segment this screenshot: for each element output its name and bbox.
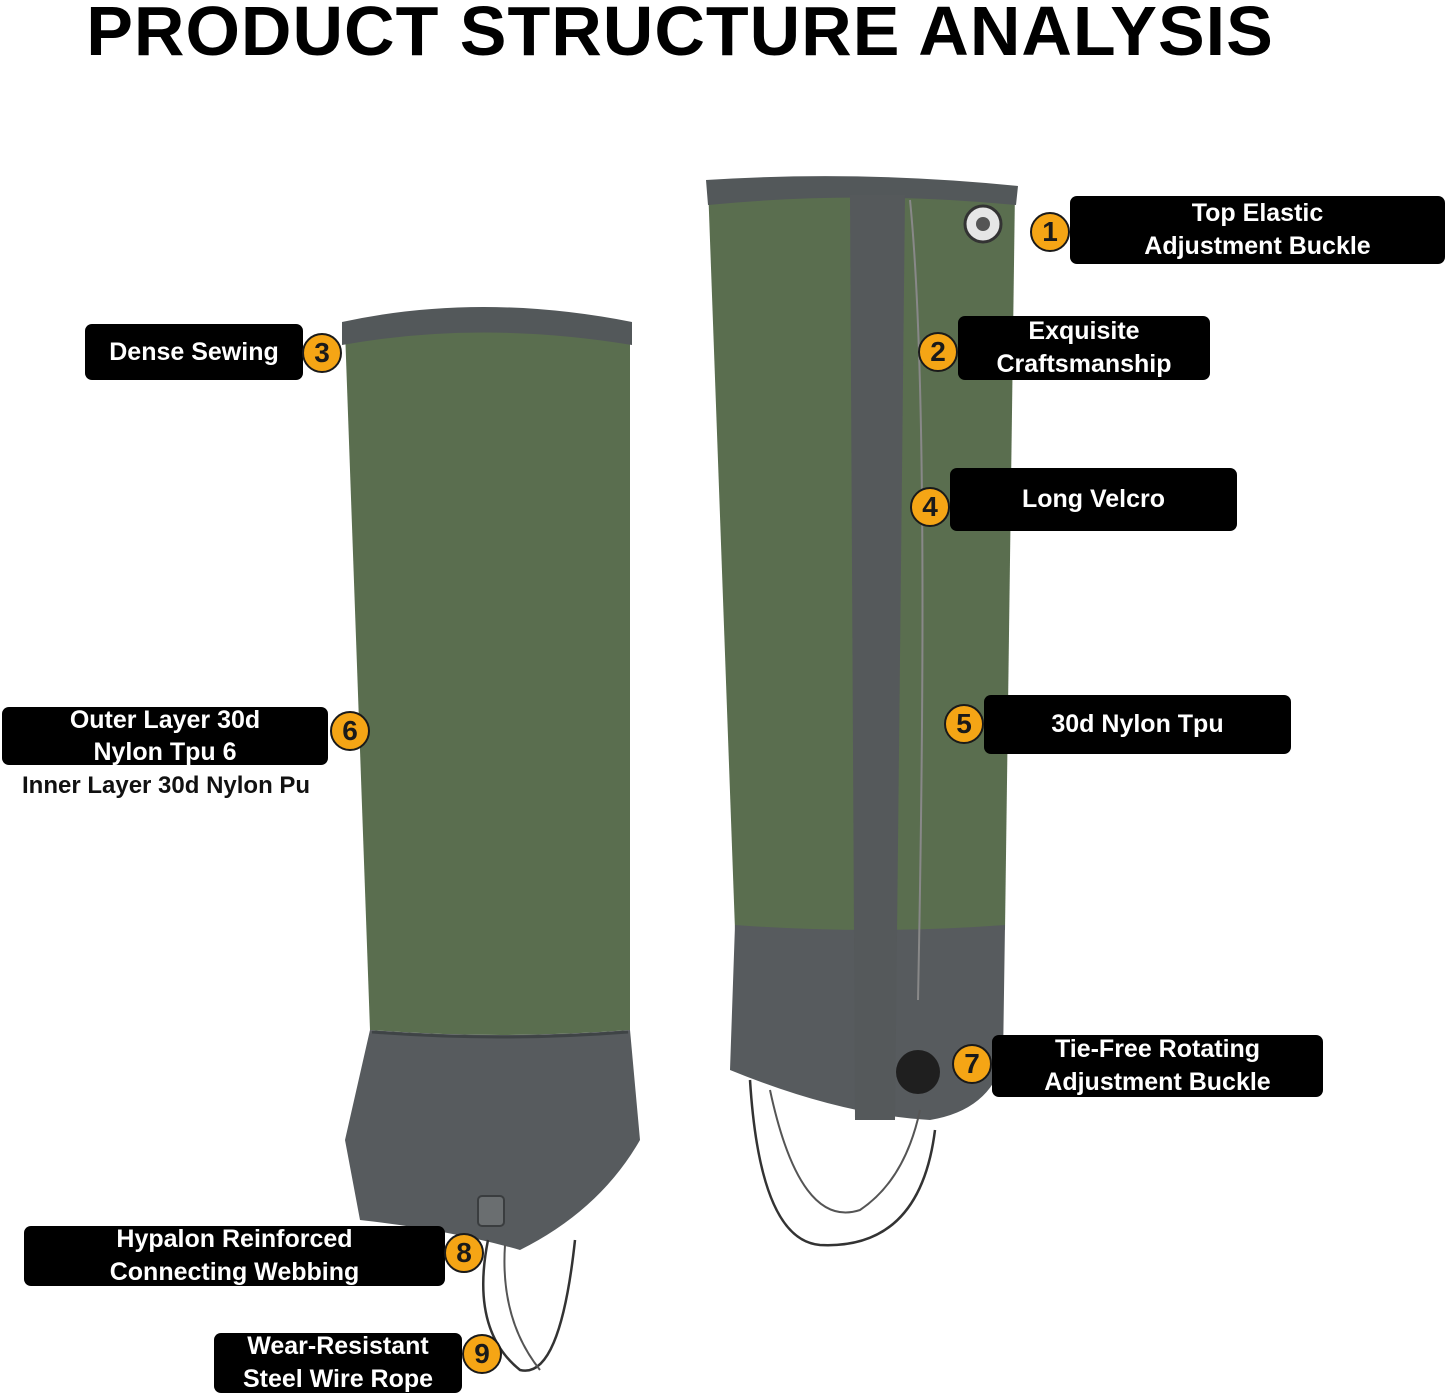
label-30d-nylon-tpu: 30d Nylon Tpu [984,695,1291,754]
label-text-line: Top Elastic [1191,199,1324,227]
label-long-velcro: Long Velcro [950,468,1237,531]
left-gaiter-gray-bottom [345,1030,640,1250]
label-text-line: Outer Layer 30d [69,706,261,734]
label-wear-resistant-steel-wire-rope: Wear-Resistant Steel Wire Rope [214,1332,462,1393]
right-gaiter-top-hem [706,176,1018,205]
label-text-line: Nylon Tpu 6 [93,738,237,766]
label-text-line: Wear-Resistant [247,1332,429,1360]
number-badge-1: 1 [1030,212,1070,252]
right-gaiter-top-buckle-center [976,217,990,231]
left-gaiter-wire-2 [503,1244,541,1371]
left-gaiter-top-hem [342,307,632,345]
label-text-line: Long Velcro [1021,485,1166,513]
left-gaiter-tag [477,1195,505,1227]
number-badge-7: 7 [952,1044,992,1084]
label-top-elastic-adjustment-buckle: Top Elastic Adjustment Buckle [1070,196,1445,264]
label-text-line: Hypalon Reinforced [116,1225,353,1253]
right-gaiter-wire-2 [769,1089,921,1214]
inner-layer-text: Inner Layer 30d Nylon Pu [22,772,311,799]
label-text-line: Connecting Webbing [109,1258,360,1286]
left-gaiter-wire [482,1239,577,1372]
number-badge-3: 3 [302,333,342,373]
left-gaiter-seam [371,1030,629,1039]
label-outer-layer: Outer Layer 30d Nylon Tpu 6 [2,706,328,766]
left-gaiter [342,307,640,1372]
number-badge-5: 5 [944,704,984,744]
label-text-line: Steel Wire Rope [242,1365,434,1393]
label-hypalon-reinforced-connecting-webbing: Hypalon Reinforced Connecting Webbing [24,1225,445,1286]
number-badge-4: 4 [910,487,950,527]
number-badge-2: 2 [918,332,958,372]
label-text-line: Tie-Free Rotating [1054,1035,1261,1063]
label-dense-sewing: Dense Sewing [85,324,303,380]
label-text-line: Dense Sewing [109,337,279,366]
label-text-line: Adjustment Buckle [1144,232,1371,260]
label-text-line: 30d Nylon Tpu [1051,710,1224,738]
right-gaiter-wire [748,1079,937,1247]
right-gaiter-velcro-strip [850,195,905,1120]
left-gaiter-green-body [345,315,630,1035]
right-gaiter-rotating-buckle [896,1050,940,1094]
label-text-line: Craftsmanship [996,350,1172,378]
page-title: PRODUCT STRUCTURE ANALYSIS [86,0,1274,70]
number-badge-8: 8 [444,1233,484,1273]
label-text-line: Exquisite [1028,317,1140,345]
label-text-line: Adjustment Buckle [1044,1068,1271,1096]
label-exquisite-craftsmanship: Exquisite Craftsmanship [958,316,1210,380]
number-badge-6: 6 [330,711,370,751]
number-badge-9: 9 [462,1334,502,1374]
label-tie-free-rotating-adjustment-buckle: Tie-Free Rotating Adjustment Buckle [992,1035,1323,1097]
